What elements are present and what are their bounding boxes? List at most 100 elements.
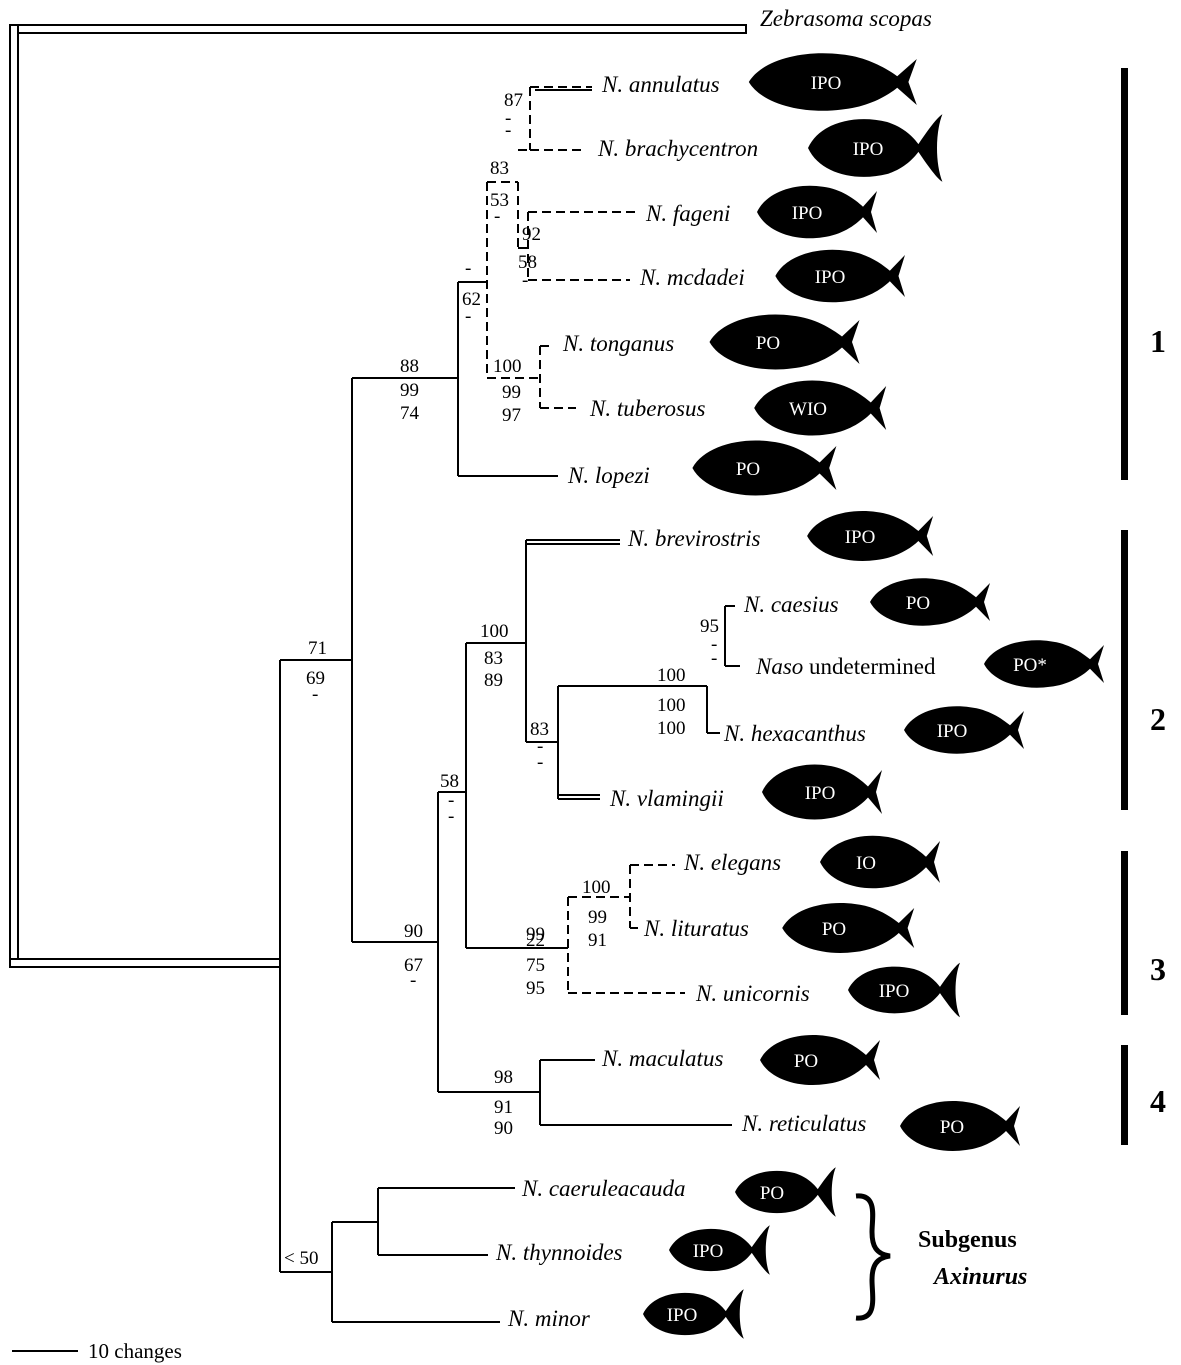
taxon-label: N. tonganus (562, 331, 674, 356)
clade-bar-4 (1121, 1045, 1128, 1145)
clade-number-1: 1 (1150, 323, 1166, 359)
fish-silhouettes: IPO IPO IPO IPO PO WIO PO IPO PO PO* IPO… (643, 53, 1104, 1338)
support-value: 99 (400, 380, 419, 401)
fish-icon: IPO (904, 706, 1024, 754)
support-value: 22 (526, 930, 545, 951)
svg-text:PO: PO (822, 919, 846, 940)
support-value: 71 (308, 638, 327, 659)
fish-icon: IPO (669, 1225, 770, 1274)
svg-text:IPO: IPO (815, 267, 846, 288)
svg-text:IPO: IPO (845, 527, 876, 548)
svg-text:IO: IO (856, 853, 876, 874)
svg-text:IPO: IPO (805, 783, 836, 804)
support-value: 74 (400, 403, 420, 424)
support-value: - (465, 306, 471, 327)
support-value: 90 (404, 921, 423, 942)
taxon-label: N. fageni (645, 201, 730, 226)
taxon-label: N. brachycentron (597, 136, 758, 161)
support-value: - (448, 806, 454, 827)
taxon-label: N. tuberosus (589, 396, 705, 421)
fish-icon: PO (760, 1035, 880, 1085)
subgenus-brace (856, 1196, 890, 1318)
support-value: - (312, 684, 318, 705)
fish-icon: PO (870, 578, 990, 626)
fish-icon: IO (820, 836, 940, 889)
support-value: 75 (526, 955, 545, 976)
fish-icon: PO (692, 441, 836, 496)
svg-text:PO: PO (736, 459, 760, 480)
fish-icon: IPO (757, 186, 877, 239)
taxon-label: N. caeruleacauda (521, 1176, 686, 1201)
support-value: 97 (502, 405, 521, 426)
svg-text:PO: PO (794, 1051, 818, 1072)
support-value: 92 (522, 224, 541, 245)
support-value: 100 (657, 665, 686, 686)
subgenus-label: Subgenus (918, 1227, 1017, 1253)
taxon-label: N. lituratus (643, 916, 749, 941)
clade-number-3: 3 (1150, 951, 1166, 987)
taxon-label: N. maculatus (601, 1046, 723, 1071)
taxon-label: N. annulatus (601, 72, 720, 97)
clade-number-4: 4 (1150, 1083, 1166, 1119)
clade-numbers: 1 2 3 4 (1150, 323, 1166, 1119)
fish-icon: IPO (749, 53, 917, 111)
fish-icon: IPO (643, 1289, 744, 1338)
fish-icon: IPO (762, 765, 882, 820)
clade-number-2: 2 (1150, 701, 1166, 737)
svg-text:IPO: IPO (853, 139, 884, 160)
fish-icon: WIO (754, 381, 886, 436)
support-value: 99 (588, 907, 607, 928)
support-value: 100 (657, 695, 686, 716)
fish-icon: IPO (775, 250, 905, 303)
support-value: 100 (657, 718, 686, 739)
taxon-label: N. vlamingii (609, 786, 724, 811)
fish-icon: PO (782, 903, 914, 953)
svg-text:PO: PO (760, 1183, 784, 1204)
fish-icon: PO* (984, 640, 1104, 688)
support-value: 83 (490, 158, 509, 179)
taxon-label: N. hexacanthus (723, 721, 866, 746)
taxon-label: N. thynnoides (495, 1240, 623, 1265)
support-value: 99 (502, 382, 521, 403)
support-value: - (711, 648, 717, 669)
clade-bar-3 (1121, 851, 1128, 1015)
clade-bars (1121, 68, 1128, 1145)
support-value: 100 (493, 356, 522, 377)
fish-icon: IPO (808, 114, 942, 182)
support-value: - (465, 258, 471, 279)
support-value: 58 (440, 771, 459, 792)
svg-text:PO: PO (906, 593, 930, 614)
svg-text:IPO: IPO (879, 981, 910, 1002)
taxon-label: N. brevirostris (627, 526, 761, 551)
support-value: 98 (494, 1067, 513, 1088)
support-value: 91 (494, 1097, 513, 1118)
support-value: - (410, 970, 416, 991)
support-value: - (522, 270, 528, 291)
support-value: 83 (484, 648, 503, 669)
clade-bar-2 (1121, 530, 1128, 810)
scale-label: 10 changes (88, 1339, 182, 1363)
subgenus-label-italic: Axinurus (932, 1264, 1027, 1290)
svg-text:IPO: IPO (792, 203, 823, 224)
outgroup-branch (10, 25, 746, 967)
fish-icon: PO (735, 1167, 836, 1216)
support-value: 89 (484, 670, 503, 691)
fish-icon: PO (900, 1101, 1020, 1151)
support-value: 90 (494, 1118, 513, 1139)
taxon-label: N. unicornis (695, 981, 810, 1006)
support-value: - (505, 120, 511, 141)
taxon-label: N. lopezi (567, 463, 650, 488)
clade-bar-1 (1121, 68, 1128, 480)
support-value: 91 (588, 930, 607, 951)
support-value: < 50 (284, 1248, 318, 1269)
taxon-label: N. caesius (743, 592, 839, 617)
svg-text:PO: PO (756, 333, 780, 354)
fish-icon: PO (710, 315, 860, 370)
support-value: 88 (400, 356, 419, 377)
svg-text:PO: PO (940, 1117, 964, 1138)
taxon-label: N. mcdadei (639, 265, 745, 290)
svg-text:IPO: IPO (937, 721, 968, 742)
support-value: 95 (526, 978, 545, 999)
fish-icon: IPO (848, 963, 960, 1018)
taxon-label: N. elegans (683, 850, 781, 875)
